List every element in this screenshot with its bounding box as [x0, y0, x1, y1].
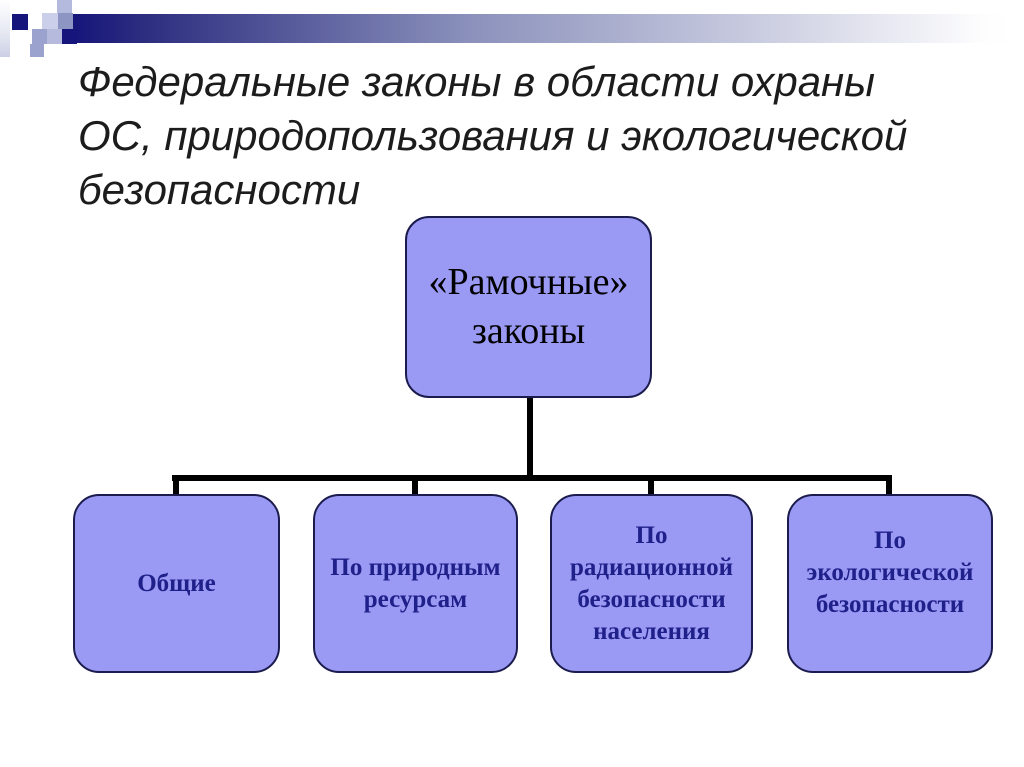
node-framework-laws: «Рамочные» законы — [405, 216, 652, 398]
connector-vertical-main — [527, 397, 533, 481]
decor-square — [47, 29, 62, 44]
node-radiation-safety: По радиационной безопасности населения — [550, 494, 753, 673]
node-ecological-safety: По экологической безопасности — [787, 494, 993, 673]
decor-square — [32, 29, 47, 44]
node-general: Общие — [73, 494, 280, 673]
decor-square — [30, 44, 44, 57]
decor-square — [42, 13, 58, 30]
header-gradient-bar — [72, 14, 1010, 43]
decor-square — [62, 29, 77, 44]
decor-square — [58, 13, 73, 30]
decor-square — [12, 14, 28, 30]
connector-drop — [412, 475, 418, 494]
decor-gradient-strip — [0, 0, 10, 57]
connector-drop — [648, 475, 654, 494]
connector-horizontal — [172, 475, 892, 481]
node-natural-resources: По природным ресурсам — [313, 494, 518, 673]
connector-drop — [886, 475, 892, 494]
slide-title: Федеральные законы в области охраны ОС, … — [78, 58, 908, 213]
connector-drop — [173, 475, 179, 494]
decor-square — [57, 0, 72, 14]
